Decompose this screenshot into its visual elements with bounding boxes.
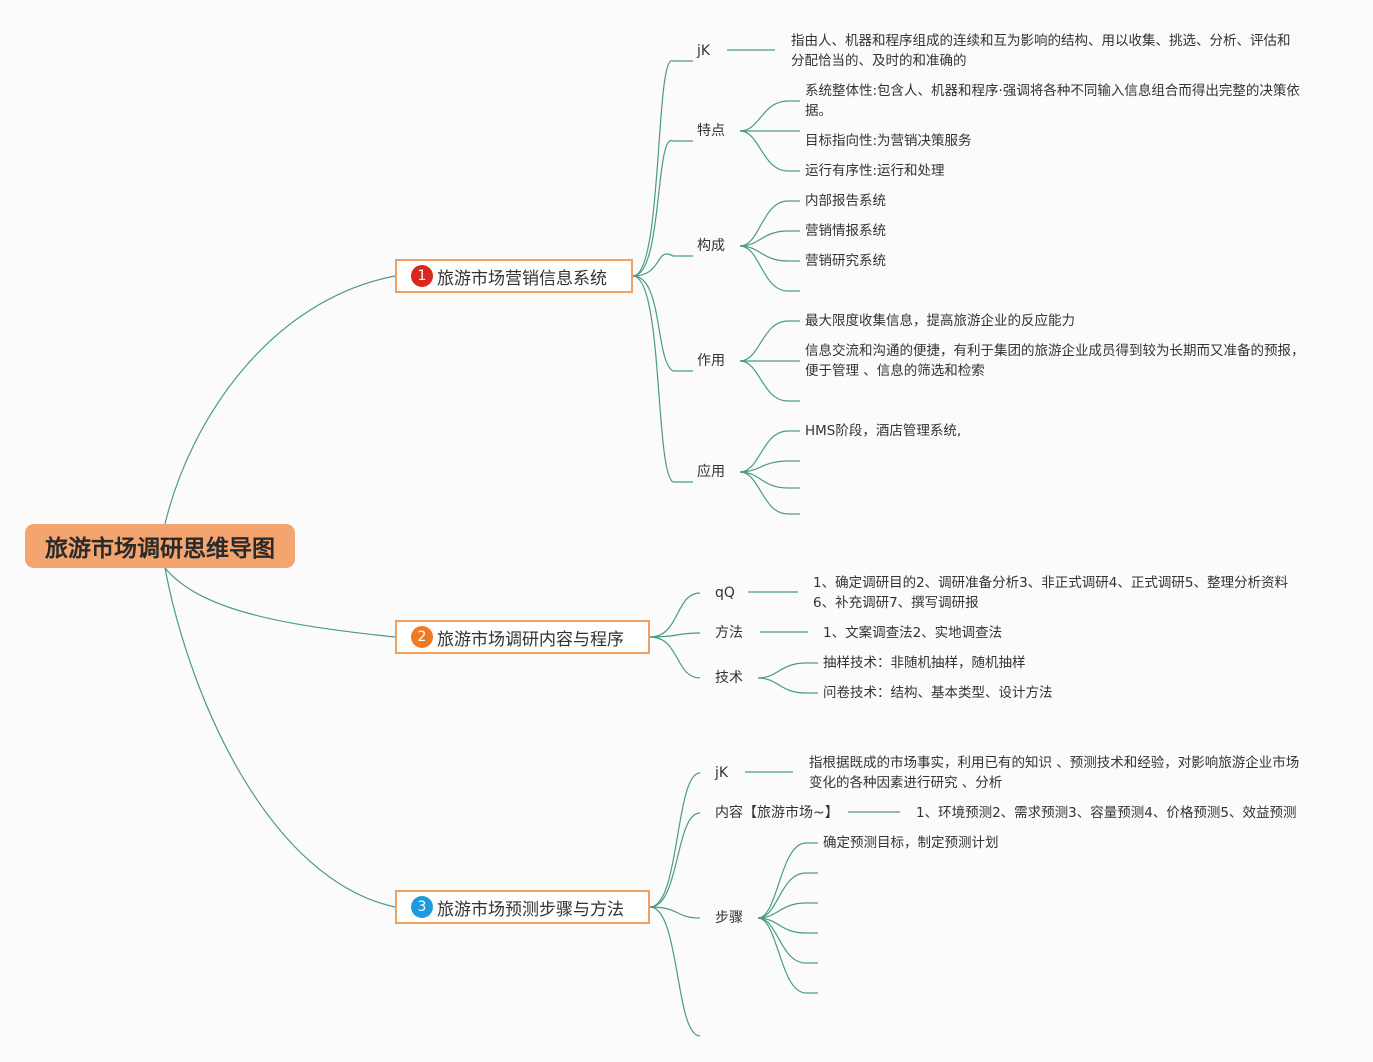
leaf-1-2-2[interactable]: 目标指向性:为营销决策服务 (805, 133, 972, 149)
b2-jishu-leaf-1 (757, 662, 807, 679)
b3-buzhou-leaf-5 (757, 917, 807, 964)
connector-b2-fangfa (649, 632, 701, 638)
number-badge-1-icon: 1 (411, 265, 433, 287)
leaf-1-4-2[interactable]: 信息交流和沟通的便捷，有利于集团的旅游企业成员得到较为长期而又准备的预报，便于管… (805, 343, 1305, 379)
b1-zuoyong-leaf-3 (739, 360, 789, 402)
connector-b3-jk (649, 772, 701, 908)
subtopic-1-3[interactable]: 构成 (697, 238, 725, 254)
connector-b2-qq (649, 592, 701, 638)
b1-yingyong-leaf-4 (739, 471, 789, 515)
subtopic-3-2[interactable]: 内容【旅游市场~】 (715, 805, 839, 821)
b3-buzhou-leaf-2 (757, 872, 807, 919)
subtopic-2-3[interactable]: 技术 (715, 670, 743, 686)
subtopic-2-1[interactable]: qQ (715, 585, 735, 601)
branch-1-topic[interactable]: 1 旅游市场营销信息系统 (395, 259, 633, 293)
branch-2-label: 旅游市场调研内容与程序 (437, 629, 624, 650)
leaf-1-2-1[interactable]: 系统整体性:包含人、机器和程序·强调将各种不同输入信息组合而得出完整的决策依据。 (805, 83, 1300, 119)
b3-buzhou-leaf-6 (757, 917, 807, 994)
subtopic-3-3[interactable]: 步骤 (715, 910, 743, 926)
root-topic[interactable]: 旅游市场调研思维导图 (25, 524, 295, 568)
b3-buzhou-leaf-4 (757, 917, 807, 934)
number-badge-2-icon: 2 (411, 626, 433, 648)
connector-b1-yingyong (632, 275, 693, 483)
root-to-branch-2-line (164, 567, 396, 638)
b1-goucheng-leaf-1 (739, 200, 789, 247)
b2-jishu-leaf-2 (757, 677, 807, 694)
subtopic-1-1[interactable]: jK (697, 43, 711, 59)
connector-b3-buzhou (649, 906, 701, 919)
root-to-branch-3-line (164, 567, 396, 908)
b1-yingyong-leaf-2 (739, 460, 789, 473)
connector-b2-jishu (649, 636, 701, 679)
connector-b1-zuoyong (632, 275, 693, 372)
leaf-2-1-1[interactable]: 1、确定调研目的2、调研准备分析3、非正式调研4、正式调研5、整理分析资料6、补… (813, 575, 1288, 611)
branch-3-topic[interactable]: 3 旅游市场预测步骤与方法 (395, 890, 650, 924)
b1-goucheng-leaf-2 (739, 230, 789, 247)
connector-b3-neirong (649, 812, 701, 908)
b3-buzhou-leaf-3 (757, 902, 807, 919)
b3-buzhou-leaf-1 (757, 842, 807, 919)
b1-zuoyong-leaf-1 (739, 320, 789, 362)
leaf-2-3-1[interactable]: 抽样技术：非随机抽样，随机抽样 (823, 655, 1026, 671)
connector-b1-goucheng (632, 253, 693, 277)
subtopic-1-5[interactable]: 应用 (697, 464, 725, 480)
connector-b1-tedian (632, 140, 693, 277)
leaf-1-1-1[interactable]: 指由人、机器和程序组成的连续和互为影响的结构、用以收集、挑选、分析、评估和分配恰… (791, 33, 1291, 69)
subtopic-1-2[interactable]: 特点 (697, 123, 725, 139)
b1-tedian-leaf-3 (739, 130, 789, 172)
branch-1-label: 旅游市场营销信息系统 (437, 268, 607, 289)
leaf-2-3-2[interactable]: 问卷技术：结构、基本类型、设计方法 (823, 685, 1053, 701)
b1-goucheng-leaf-4 (739, 245, 789, 292)
leaf-1-3-2[interactable]: 营销情报系统 (805, 223, 886, 239)
subtopic-1-4[interactable]: 作用 (697, 353, 725, 369)
branch-2-topic[interactable]: 2 旅游市场调研内容与程序 (395, 620, 650, 654)
leaf-1-4-1[interactable]: 最大限度收集信息，提高旅游企业的反应能力 (805, 313, 1075, 329)
b1-tedian-leaf-1 (739, 100, 789, 132)
branch-3-label: 旅游市场预测步骤与方法 (437, 899, 624, 920)
leaf-2-2-1[interactable]: 1、文案调查法2、实地调查法 (823, 625, 1003, 641)
b1-yingyong-leaf-1 (739, 430, 789, 473)
subtopic-2-2[interactable]: 方法 (715, 625, 743, 641)
leaf-1-5-1[interactable]: HMS阶段，酒店管理系统, (805, 423, 962, 439)
leaf-3-2-1[interactable]: 1、环境预测2、需求预测3、容量预测4、价格预测5、效益预测 (916, 805, 1297, 821)
leaf-3-1-1[interactable]: 指根据既成的市场事实，利用已有的知识 、预测技术和经验，对影响旅游企业市场变化的… (809, 755, 1300, 791)
leaf-3-3-1[interactable]: 确定预测目标，制定预测计划 (823, 835, 999, 851)
b1-yingyong-leaf-3 (739, 471, 789, 489)
root-to-branch-1-line (164, 275, 396, 525)
connector-b1-jk (632, 60, 693, 277)
connector-b3-empty (649, 906, 701, 1037)
leaf-1-2-3[interactable]: 运行有序性:运行和处理 (805, 163, 945, 179)
b1-goucheng-leaf-3 (739, 245, 789, 262)
subtopic-3-1[interactable]: jK (715, 765, 729, 781)
number-badge-3-icon: 3 (411, 896, 433, 918)
root-topic-label: 旅游市场调研思维导图 (45, 536, 275, 562)
leaf-1-3-1[interactable]: 内部报告系统 (805, 193, 886, 209)
leaf-1-3-3[interactable]: 营销研究系统 (805, 253, 886, 269)
